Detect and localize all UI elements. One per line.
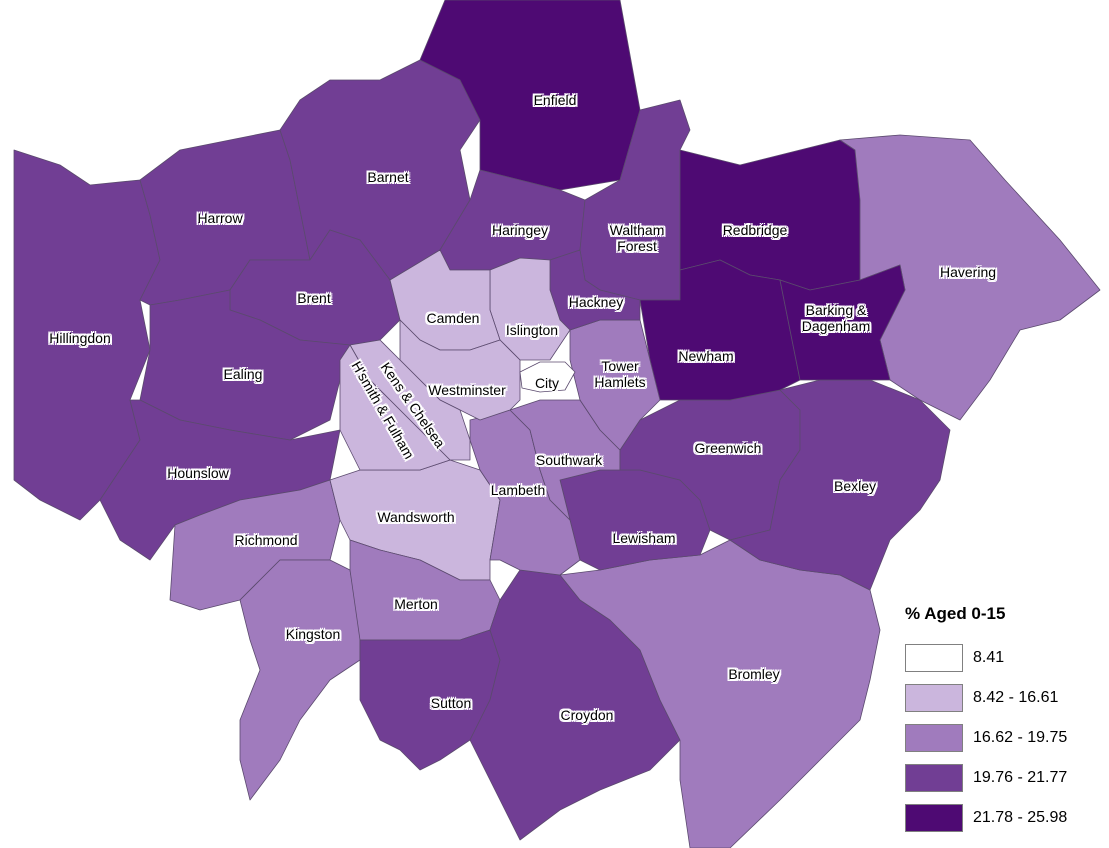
label-lewisham: Lewisham [612,530,676,546]
legend-label: 8.41 [973,649,1005,666]
legend-label: 19.76 - 21.77 [973,769,1068,786]
label-hounslow: Hounslow [167,465,229,481]
label-newham: Newham [678,348,734,364]
legend-swatch [905,804,963,832]
label-kingston: Kingston [285,626,341,642]
legend-item: 19.76 - 21.77 [905,758,1105,798]
map-legend: % Aged 0-15 8.41 8.42 - 16.61 16.62 - 19… [905,604,1105,838]
label-redbridge: Redbridge [722,222,788,238]
label-havering: Havering [939,264,997,280]
label-bromley: Bromley [728,666,780,682]
label-hillingdon: Hillingdon [49,330,111,346]
label-barnet: Barnet [367,169,409,185]
label-haringey: Haringey [491,222,549,238]
legend-label: 21.78 - 25.98 [973,809,1068,826]
label-westminster: Westminster [428,382,506,398]
label-islington: Islington [505,322,559,338]
label-greenwich: Greenwich [694,440,762,456]
legend-swatch [905,724,963,752]
label-lambeth: Lambeth [490,482,546,498]
legend-swatch [905,684,963,712]
label-city: City [534,375,560,391]
label-tower-hamlets: Tower Hamlets [594,358,646,390]
legend-swatch [905,644,963,672]
label-southwark: Southwark [535,452,603,468]
label-sutton: Sutton [430,695,472,711]
borough-city[interactable] [519,361,576,393]
label-camden: Camden [426,310,480,326]
label-brent: Brent [297,290,331,306]
legend-item: 16.62 - 19.75 [905,718,1105,758]
legend-label: 16.62 - 19.75 [973,729,1068,746]
legend-item: 21.78 - 25.98 [905,798,1105,838]
borough-barking[interactable] [779,264,906,381]
label-bexley: Bexley [833,478,877,494]
legend-swatch [905,764,963,792]
legend-title: % Aged 0-15 [905,604,1006,623]
borough-hammersmith[interactable] [339,344,451,471]
borough-kingston[interactable] [239,559,361,801]
borough-sutton[interactable] [359,629,501,771]
label-harrow: Harrow [197,210,243,226]
borough-bromley[interactable] [559,539,881,848]
legend-item: 8.41 [905,638,1105,678]
label-waltham-forest: Waltham Forest [609,222,665,254]
label-hackney: Hackney [568,294,624,310]
label-enfield: Enfield [533,92,577,108]
label-richmond: Richmond [234,532,298,548]
label-barking-dagenham: Barking & Dagenham [801,302,871,334]
label-wandsworth: Wandsworth [377,509,455,525]
legend-item: 8.42 - 16.61 [905,678,1105,718]
label-croydon: Croydon [560,707,614,723]
label-merton: Merton [394,596,438,612]
legend-label: 8.42 - 16.61 [973,689,1059,706]
borough-bexley[interactable] [729,379,951,591]
label-ealing: Ealing [223,366,263,382]
